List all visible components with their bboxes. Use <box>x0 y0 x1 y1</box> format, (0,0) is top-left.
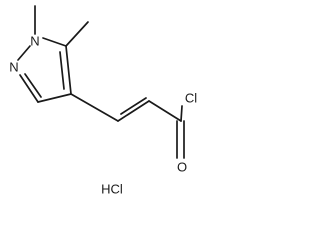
bond-c4-c5 <box>65 45 72 95</box>
bond-c4-c5-double <box>59 51 65 90</box>
bond-n2-c3 <box>19 74 39 103</box>
bond-n1-n2 <box>17 45 31 61</box>
bond-calpha-cbeta <box>117 100 150 122</box>
atom-label-cl: Cl <box>185 91 197 106</box>
atom-label-n2: N <box>9 60 18 75</box>
salt-label: HCl <box>101 182 123 197</box>
bond-n1-c5 <box>42 37 67 47</box>
bond-c4-calpha <box>70 93 119 122</box>
bond-c5-methyl <box>65 21 89 47</box>
bond-calpha-cbeta-double <box>120 97 147 115</box>
bond-c3-c4 <box>37 93 72 103</box>
chemical-structure: N N Cl O HCl <box>9 5 197 197</box>
bond-n2-c3-double <box>24 73 42 98</box>
bond-carbonyl-cl <box>180 105 183 122</box>
bond-cbeta-carbonyl <box>148 100 182 122</box>
atom-label-o: O <box>177 160 187 175</box>
atom-label-n1: N <box>30 34 39 49</box>
